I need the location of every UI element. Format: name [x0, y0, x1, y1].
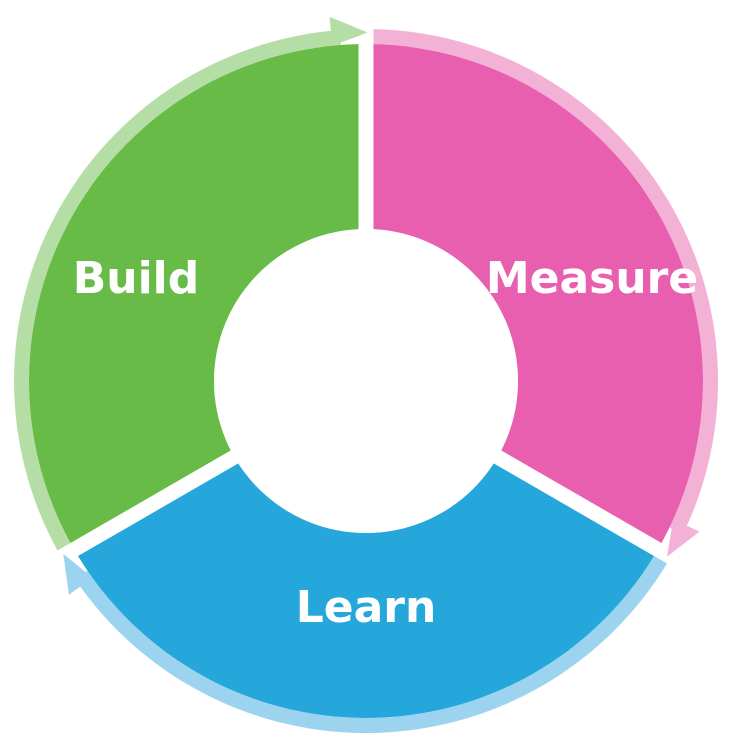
learn-segment[interactable] [78, 463, 654, 719]
build-arrow-band [14, 30, 341, 551]
arrow-bands [14, 16, 719, 734]
learn-arrowhead [63, 553, 93, 595]
learn-label: Learn [296, 582, 437, 633]
measure-segment[interactable] [373, 44, 703, 543]
build-arrowhead [329, 16, 368, 46]
measure-arrow-band [373, 29, 719, 535]
ring-segments [29, 44, 703, 719]
measure-label: Measure [486, 253, 698, 304]
measure-arrowhead [667, 519, 700, 557]
center-circle [214, 229, 518, 533]
build-segment[interactable] [29, 44, 359, 543]
learn-arrow-band [74, 556, 667, 734]
build-label: Build [73, 253, 200, 304]
